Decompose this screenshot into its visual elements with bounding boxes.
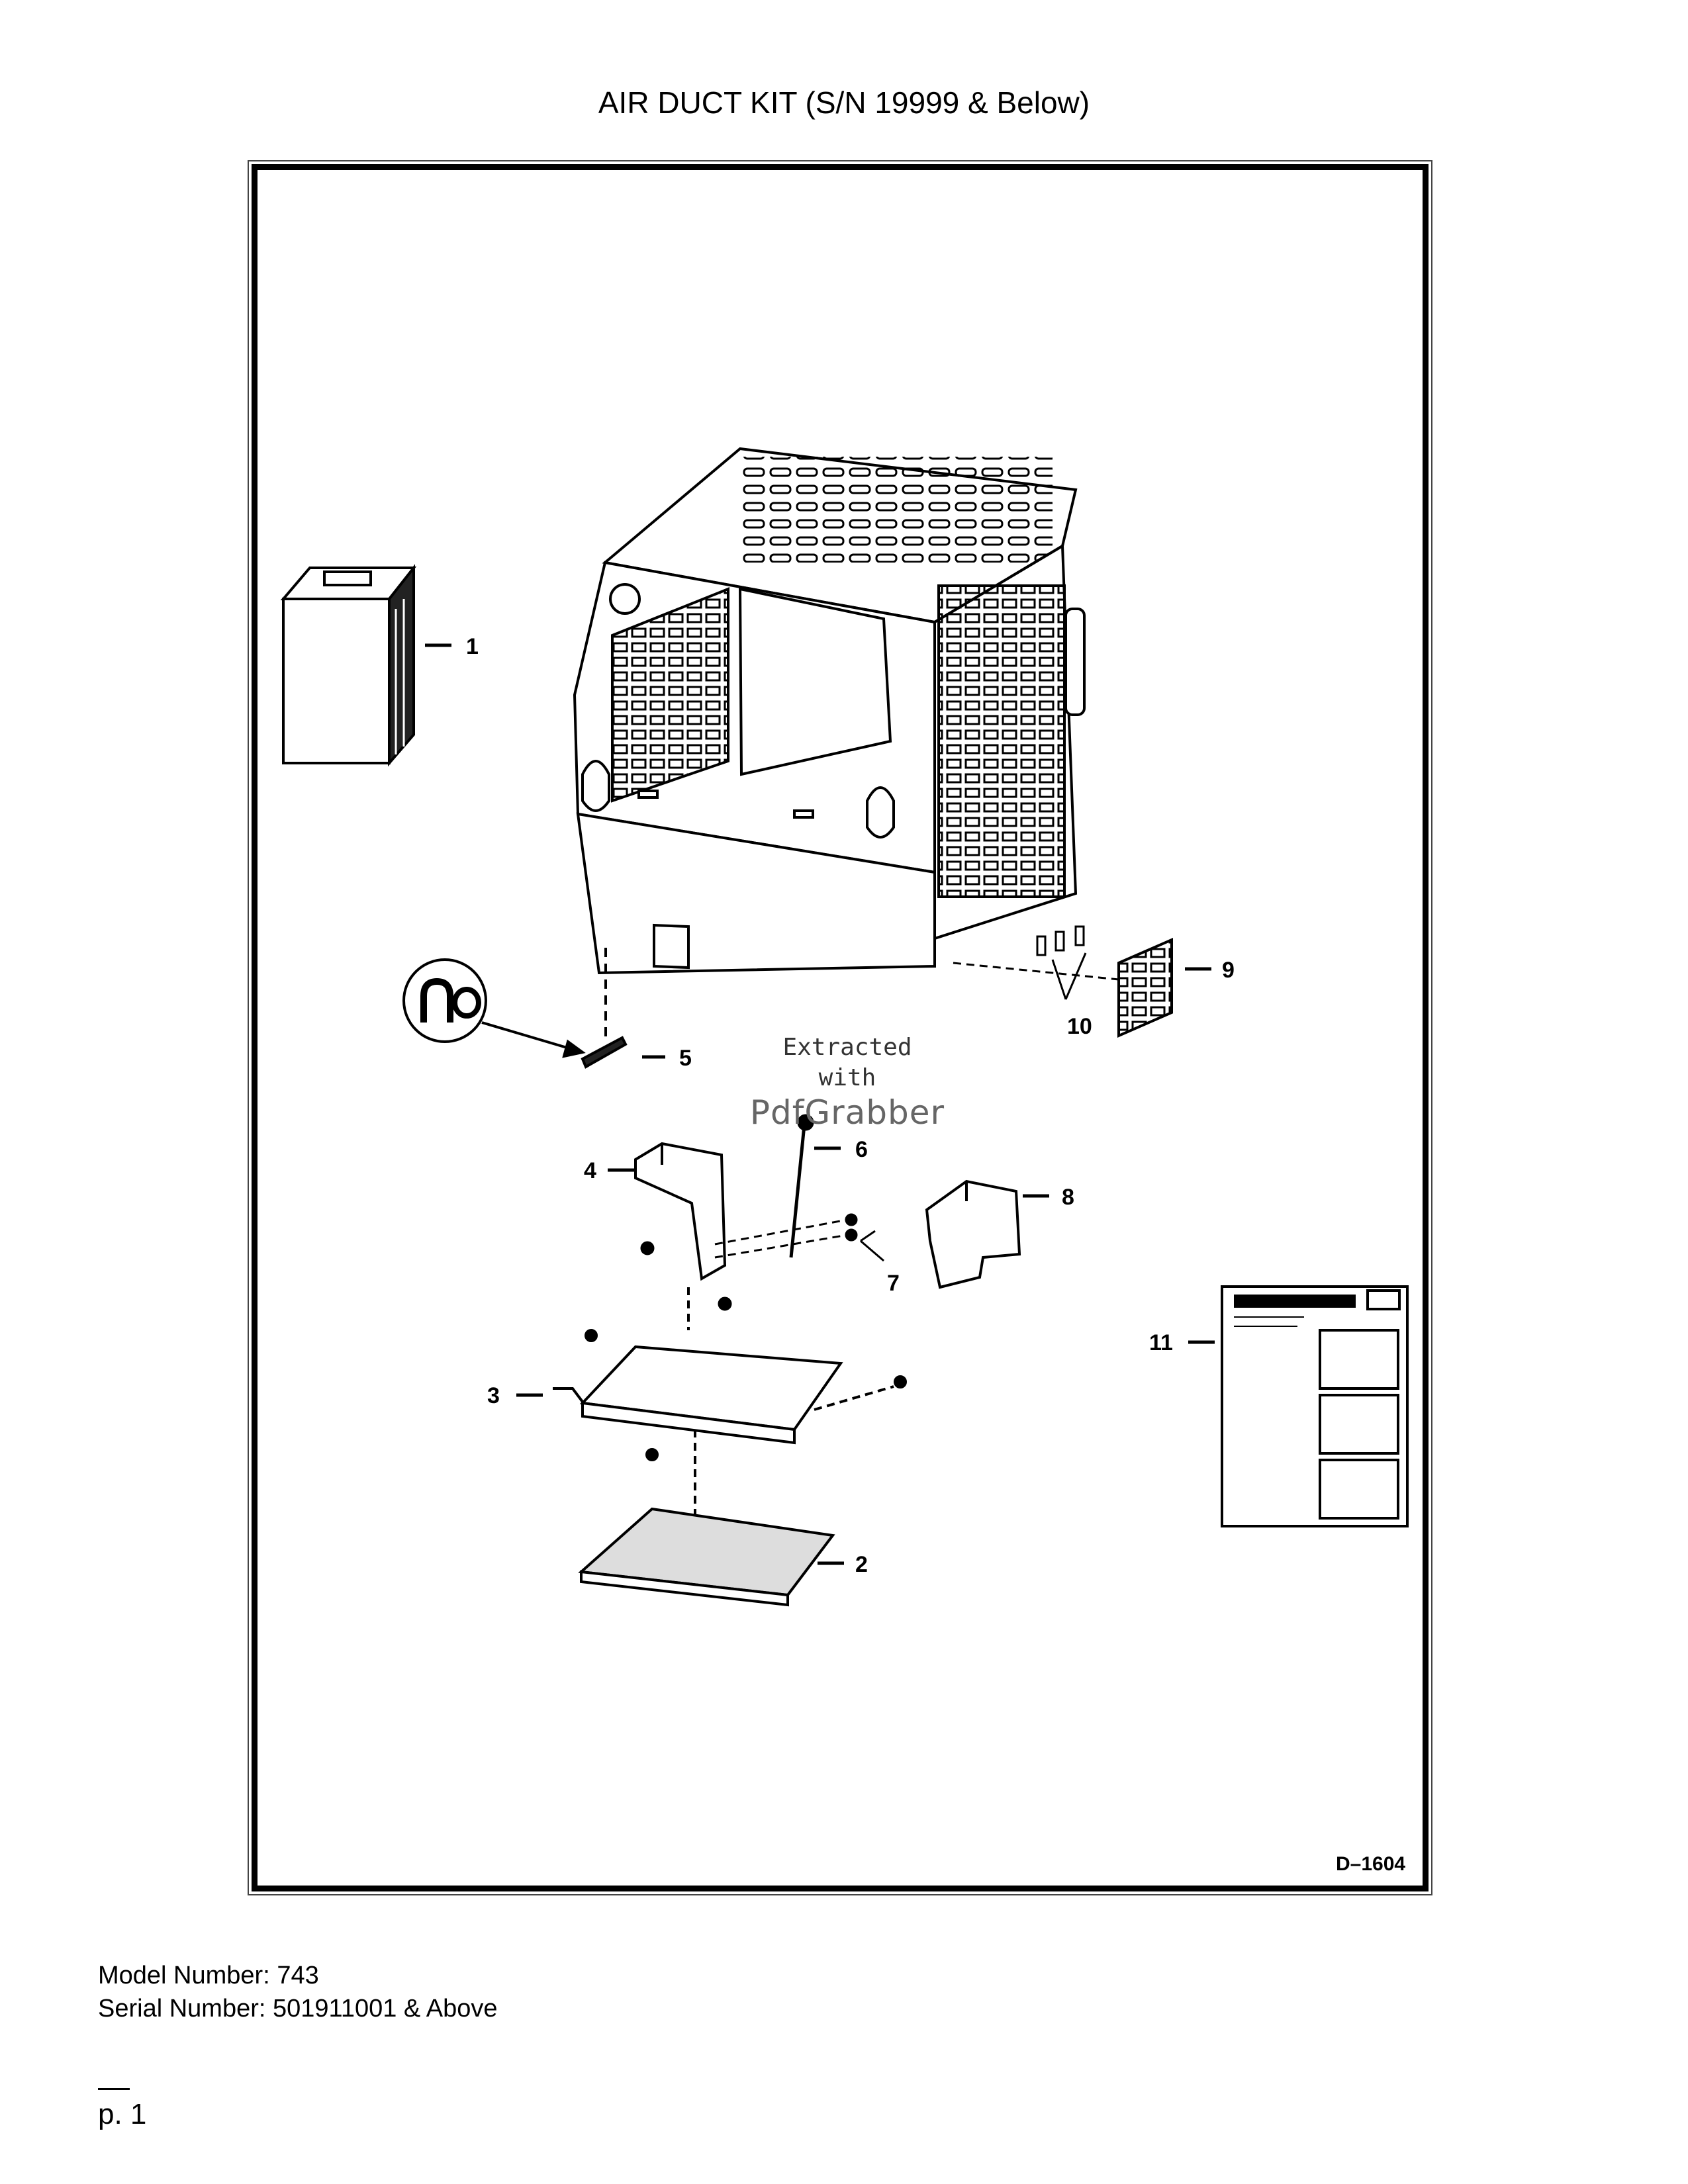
watermark-line-2: with <box>818 1064 876 1091</box>
document-metadata: Model Number: 743 Serial Number: 5019110… <box>98 1959 497 2025</box>
callout-3: 3 <box>487 1383 500 1408</box>
callout-leaders <box>425 643 1215 1565</box>
callout-9: 9 <box>1222 958 1235 983</box>
callout-1: 1 <box>466 634 479 659</box>
watermark-brand: PdfGrabber <box>749 1093 945 1132</box>
part-7-screws <box>640 1213 884 1311</box>
part-10-clips <box>953 925 1119 1000</box>
serial-number: Serial Number: 501911001 & Above <box>98 1995 498 2023</box>
part-4-bracket <box>634 1142 727 1281</box>
drawing-frame-outer <box>248 160 1432 1895</box>
part-5-seal-strip <box>402 948 628 1069</box>
page-title: AIR DUCT KIT (S/N 19999 & Below) <box>598 85 1090 120</box>
part-8-bracket <box>925 1179 1021 1289</box>
callout-4: 4 <box>584 1158 596 1183</box>
part-3-tray <box>553 1287 907 1559</box>
part-6-rod <box>789 1114 814 1258</box>
part-11-instruction-sheet <box>1221 1285 1409 1527</box>
drawing-number: D–1604 <box>1336 1853 1406 1875</box>
callout-5: 5 <box>679 1046 692 1071</box>
callout-7: 7 <box>887 1271 900 1296</box>
watermark-line-1: Extracted <box>782 1034 912 1061</box>
watermark: Extracted with PdfGrabber <box>728 1032 966 1132</box>
part-1-filter-box <box>280 564 417 767</box>
callout-8: 8 <box>1062 1185 1074 1210</box>
part-9-grille-panel <box>1117 937 1173 1038</box>
part-2-plate <box>578 1507 835 1607</box>
drawing-frame <box>252 164 1429 1891</box>
page-number: p. 1 <box>98 2098 147 2130</box>
callout-2: 2 <box>855 1552 868 1577</box>
callout-10: 10 <box>1067 1014 1092 1039</box>
model-number: Model Number: 743 <box>98 1962 319 1989</box>
callout-6: 6 <box>855 1137 868 1162</box>
cab-assembly <box>573 447 1086 975</box>
callout-11: 11 <box>1149 1330 1173 1355</box>
callout-numbers: 1 2 3 4 5 6 7 8 9 10 11 <box>466 634 1235 1577</box>
page-number-rule <box>98 2088 130 2090</box>
